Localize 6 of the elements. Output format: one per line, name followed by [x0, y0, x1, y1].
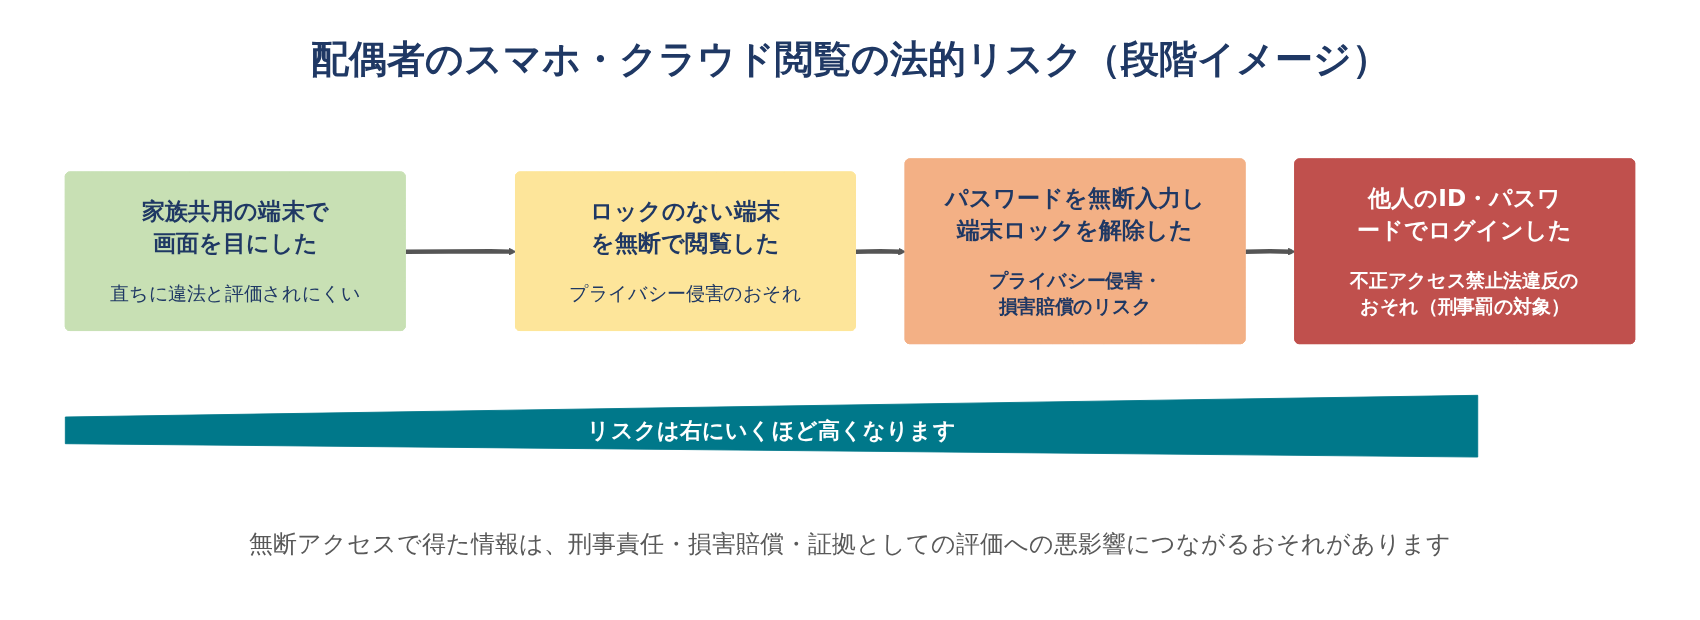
arrow: [1245, 247, 1296, 256]
diagram-title: 配偶者のスマホ・クラウド閲覧の法的リスク（段階イメージ）: [310, 36, 1390, 83]
arrow: [855, 247, 906, 256]
node-box: リスクは右にいくほど高くなります: [64, 394, 1479, 458]
arrow: [405, 247, 517, 256]
caption-text: 無断アクセスで得た情報は、刑事責任・損害賠償・証拠としての評価への悪影響につながるおそれがあります: [249, 529, 1451, 560]
